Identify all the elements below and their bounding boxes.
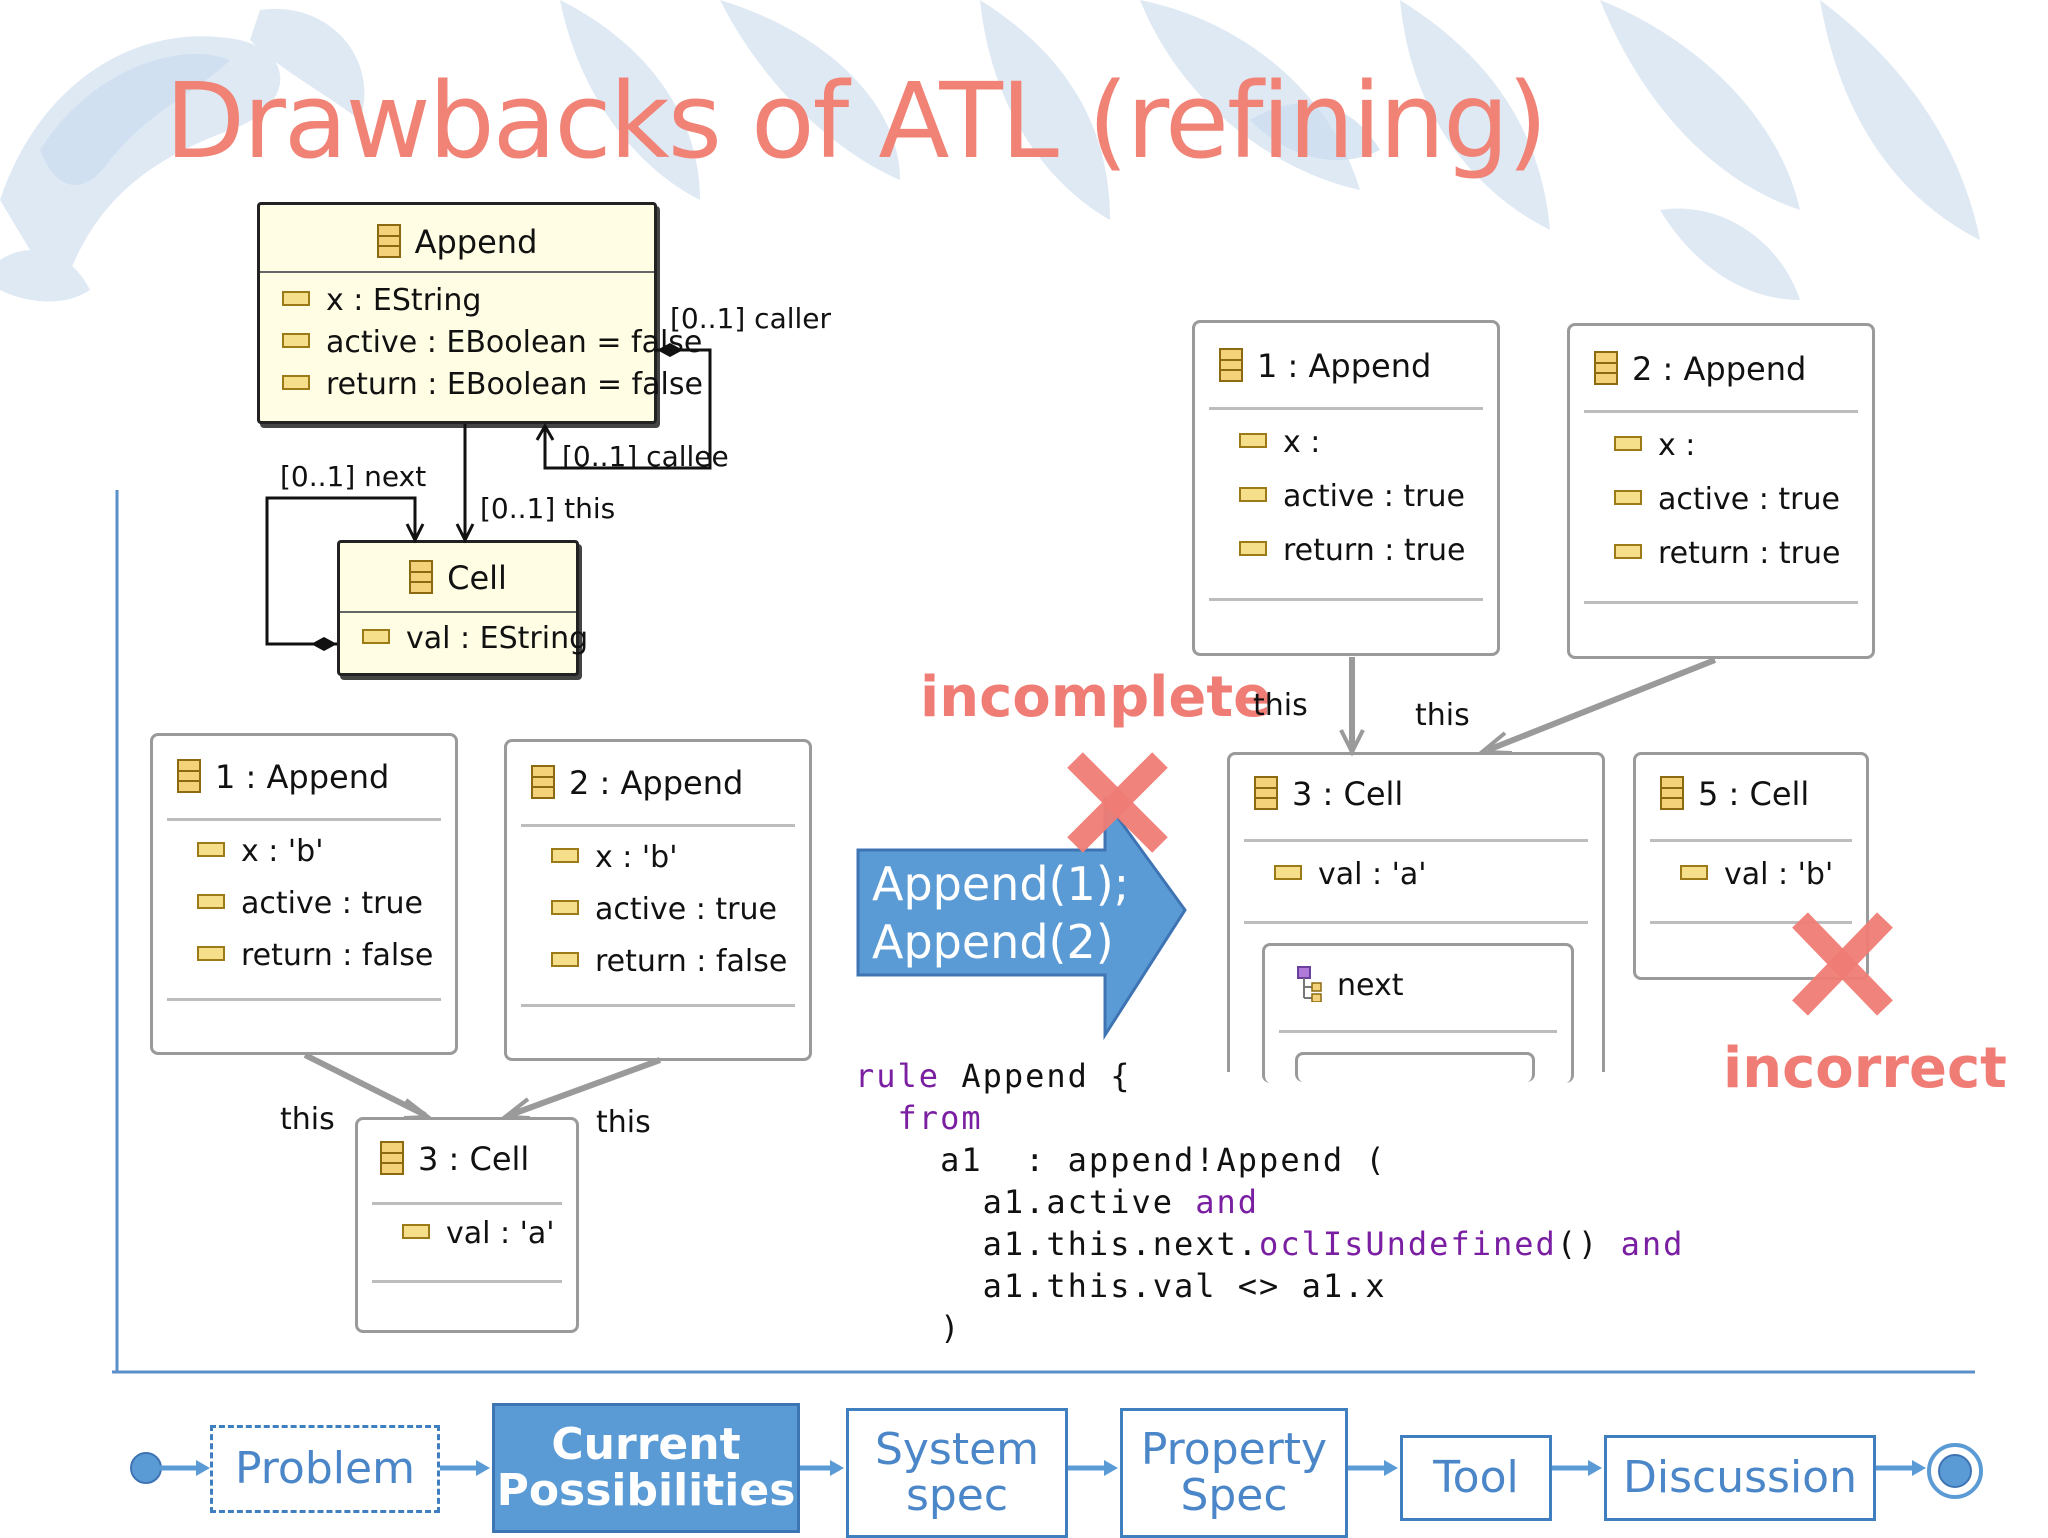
after-cell-3-next: next bbox=[1262, 943, 1574, 1083]
class-icon bbox=[409, 560, 434, 594]
attr-row: val : 'b' bbox=[1680, 857, 1833, 892]
attribute-icon bbox=[197, 842, 225, 857]
attr-row: x : EString bbox=[282, 283, 481, 318]
attr-row: return : EBoolean = false bbox=[282, 367, 703, 402]
attr-row: active : true bbox=[551, 892, 777, 927]
slide-title: Drawbacks of ATL (refining) bbox=[165, 60, 1548, 182]
class-icon bbox=[1219, 348, 1243, 382]
object-title: 1 : Append bbox=[1219, 347, 1431, 385]
nav-current-possibilities[interactable]: Current Possibilities bbox=[492, 1403, 800, 1533]
attr-row: active : true bbox=[1614, 482, 1840, 517]
class-icon bbox=[1660, 776, 1684, 810]
object-title: 3 : Cell bbox=[380, 1140, 529, 1178]
class-append-title: Append bbox=[260, 223, 654, 261]
attribute-icon bbox=[1239, 433, 1267, 448]
role-this: [0..1] this bbox=[480, 492, 616, 525]
attr-row: val : 'a' bbox=[402, 1216, 555, 1251]
before-this-right: this bbox=[596, 1105, 651, 1140]
nav-system-spec[interactable]: System spec bbox=[846, 1408, 1068, 1538]
attribute-icon bbox=[551, 952, 579, 967]
attr-row: active : true bbox=[197, 886, 423, 921]
attr-row: x : bbox=[1239, 425, 1320, 460]
attr-row: active : true bbox=[1239, 479, 1465, 514]
nav-discussion[interactable]: Discussion bbox=[1604, 1435, 1876, 1521]
after-cell-3: 3 : Cell val : 'a' next bbox=[1227, 752, 1605, 1083]
attr-row: x : bbox=[1614, 428, 1695, 463]
object-title: 1 : Append bbox=[177, 758, 389, 796]
attr-row: return : true bbox=[1614, 536, 1840, 571]
object-title: 5 : Cell bbox=[1660, 775, 1809, 813]
attr-row: val : 'a' bbox=[1274, 857, 1427, 892]
before-append-2: 2 : Append x : 'b' active : true return … bbox=[504, 739, 812, 1061]
class-icon bbox=[531, 765, 555, 799]
after-append-1: 1 : Append x : active : true return : tr… bbox=[1192, 320, 1500, 656]
transform-arrow-label: Append(1); Append(2) bbox=[872, 857, 1130, 969]
attribute-icon bbox=[362, 629, 390, 644]
before-this-left: this bbox=[280, 1102, 335, 1137]
before-append-1: 1 : Append x : 'b' active : true return … bbox=[150, 733, 458, 1055]
attribute-icon bbox=[1614, 490, 1642, 505]
nav-tool[interactable]: Tool bbox=[1400, 1435, 1552, 1521]
attribute-icon bbox=[197, 946, 225, 961]
attr-row: x : 'b' bbox=[197, 834, 323, 869]
after-this-right: this bbox=[1415, 698, 1470, 733]
class-icon bbox=[376, 224, 401, 258]
attribute-icon bbox=[1614, 544, 1642, 559]
incorrect-label: incorrect bbox=[1723, 1036, 2007, 1101]
incomplete-label: incomplete bbox=[920, 665, 1272, 730]
attr-row: active : EBoolean = false bbox=[282, 325, 702, 360]
nav-problem[interactable]: Problem bbox=[210, 1425, 440, 1513]
attribute-icon bbox=[1614, 436, 1642, 451]
attribute-icon bbox=[282, 375, 310, 390]
class-cell-title: Cell bbox=[340, 559, 576, 597]
attribute-icon bbox=[1680, 865, 1708, 880]
attribute-icon bbox=[197, 894, 225, 909]
attribute-icon bbox=[282, 291, 310, 306]
attribute-icon bbox=[1239, 487, 1267, 502]
nested-box bbox=[1295, 1052, 1535, 1082]
before-cell-3: 3 : Cell val : 'a' bbox=[355, 1117, 579, 1333]
after-this-left: this bbox=[1253, 688, 1308, 723]
attr-row: return : true bbox=[1239, 533, 1465, 568]
role-caller: [0..1] caller bbox=[670, 302, 832, 335]
attr-row: return : false bbox=[197, 938, 433, 973]
next-row: next bbox=[1297, 965, 1403, 1005]
class-icon bbox=[380, 1141, 404, 1175]
attribute-icon bbox=[551, 848, 579, 863]
nav-property-spec[interactable]: Property Spec bbox=[1120, 1408, 1348, 1538]
attribute-icon bbox=[402, 1224, 430, 1239]
object-title: 3 : Cell bbox=[1254, 775, 1403, 813]
object-title: 2 : Append bbox=[1594, 350, 1806, 388]
class-icon bbox=[1254, 776, 1278, 810]
attribute-icon bbox=[1239, 541, 1267, 556]
attribute-icon bbox=[551, 900, 579, 915]
atl-code: rule Append { from a1 : append!Append ( … bbox=[855, 1057, 1685, 1347]
attr-row: x : 'b' bbox=[551, 840, 677, 875]
role-callee: [0..1] callee bbox=[562, 440, 729, 473]
role-next: [0..1] next bbox=[280, 460, 427, 493]
attribute-icon bbox=[282, 333, 310, 348]
class-cell: Cell val : EString bbox=[337, 540, 588, 676]
attr-row: return : false bbox=[551, 944, 787, 979]
class-icon bbox=[177, 759, 201, 793]
class-append: Append x : EString active : EBoolean = f… bbox=[257, 202, 703, 424]
attribute-icon bbox=[1274, 865, 1302, 880]
object-title: 2 : Append bbox=[531, 764, 743, 802]
class-icon bbox=[1594, 351, 1618, 385]
attr-row: val : EString bbox=[362, 621, 588, 656]
after-append-2: 2 : Append x : active : true return : tr… bbox=[1567, 323, 1875, 659]
tree-icon bbox=[1297, 965, 1323, 1003]
